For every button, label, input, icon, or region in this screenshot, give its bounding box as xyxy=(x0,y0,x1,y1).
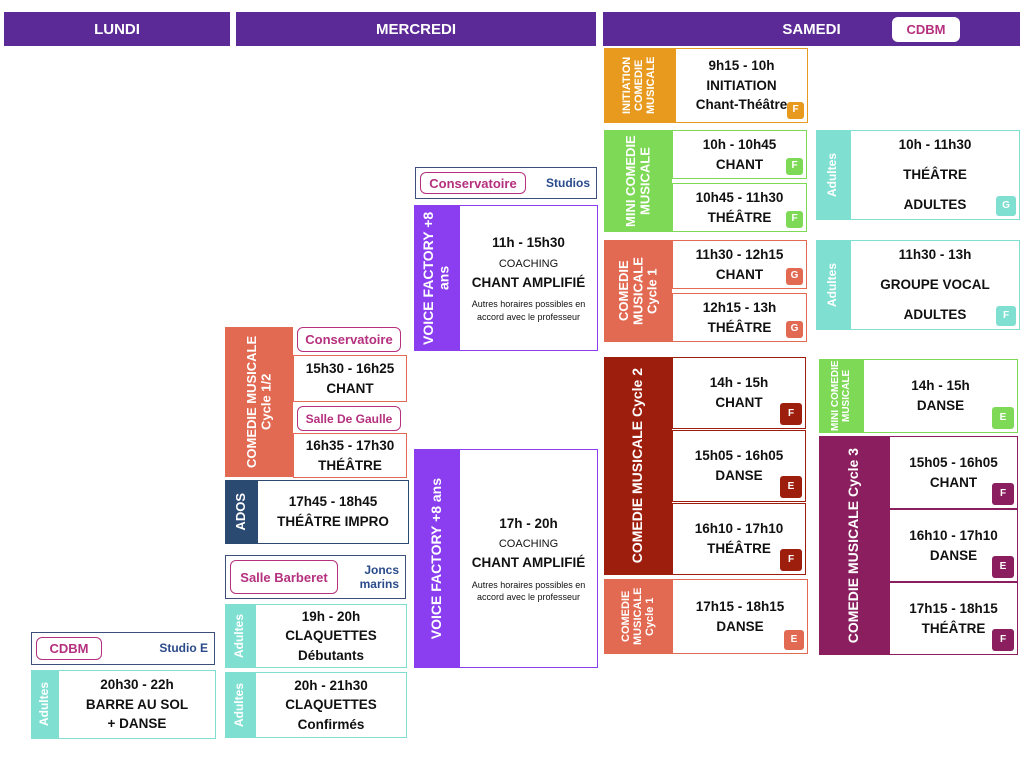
samedi-adultes-groupe-vocal: 11h30 - 13h GROUPE VOCAL ADULTES F xyxy=(850,240,1020,330)
location-place: Studios xyxy=(546,175,590,190)
samedi-initiation: 9h15 - 10h INITIATION Chant-Théâtre F xyxy=(675,48,808,123)
mercredi-ados-impro: 17h45 - 18h45 THÉÂTRE IMPRO xyxy=(257,480,409,544)
header-lundi: LUNDI xyxy=(4,12,230,46)
location-cdbm-studio-e: CDBM Studio E xyxy=(31,632,215,665)
mercredi-voice-factory-1: 11h - 15h30 COACHING CHANT AMPLIFIÉ Autr… xyxy=(459,205,598,351)
samedi-c2-theatre: 16h10 - 17h10 THÉÂTRE F xyxy=(672,503,806,575)
level-badge: E xyxy=(992,407,1014,429)
samedi-mini-theatre: 10h45 - 11h30 THÉÂTRE F xyxy=(672,183,807,232)
ados-side-label: ADOS xyxy=(225,480,257,544)
cm-cycle1-side-label: COMEDIE MUSICALE Cycle 1 xyxy=(604,240,672,342)
adultes-side-label: Adultes xyxy=(816,130,850,220)
location-tag: Salle Barberet xyxy=(230,560,338,594)
level-badge: E xyxy=(784,630,804,650)
level-badge: E xyxy=(780,476,802,498)
mercredi-voice-factory-2: 17h - 20h COACHING CHANT AMPLIFIÉ Autres… xyxy=(459,449,598,668)
adultes-side-label: Adultes xyxy=(31,670,58,739)
location-conservatoire: Conservatoire xyxy=(297,327,401,352)
cm-cycle1-side-label: COMEDIE MUSICALE Cycle 1 xyxy=(604,579,672,654)
adultes-side-label: Adultes xyxy=(816,240,850,330)
location-conservatoire-studios: Conservatoire Studios xyxy=(415,167,597,199)
mini-cm-side-label: MINI COMEDIE MUSICALE xyxy=(819,359,863,433)
level-badge: F xyxy=(787,102,804,119)
init-cm-side-label: INITIATION COMEDIE MUSICALE xyxy=(604,48,675,123)
mercredi-claquettes-confirmes: 20h - 21h30 CLAQUETTES Confirmés xyxy=(255,672,407,738)
level-badge: F xyxy=(992,629,1014,651)
location-tag: Conservatoire xyxy=(420,172,526,194)
level-badge: F xyxy=(780,403,802,425)
lundi-barre-au-sol: 20h30 - 22h BARRE AU SOL + DANSE xyxy=(58,670,216,739)
samedi-adultes-theatre: 10h - 11h30 THÉÂTRE ADULTES G xyxy=(850,130,1020,220)
samedi-c1-theatre: 12h15 - 13h THÉÂTRE G xyxy=(672,293,807,342)
samedi-c3-danse: 16h10 - 17h10 DANSE E xyxy=(889,509,1018,582)
location-tag: CDBM xyxy=(36,637,102,660)
level-badge: E xyxy=(992,556,1014,578)
voice-factory-side-label: VOICE FACTORY +8 ans xyxy=(414,449,459,668)
location-salle-de-gaulle: Salle De Gaulle xyxy=(297,406,401,431)
samedi-cdbm-tag: CDBM xyxy=(892,17,960,42)
level-badge: F xyxy=(786,211,803,228)
level-badge: G xyxy=(786,268,803,285)
location-salle-barberet: Salle Barberet Joncs marins xyxy=(225,555,406,599)
cm-cycle3-side-label: COMEDIE MUSICALE Cycle 3 xyxy=(819,436,889,655)
mini-cm-side-label: MINI COMEDIE MUSICALE xyxy=(604,130,672,232)
cm-cycle12-side-label: COMEDIE MUSICALE Cycle 1/2 xyxy=(225,327,293,477)
level-badge: G xyxy=(786,321,803,338)
location-place: Joncs marins xyxy=(359,562,399,591)
samedi-c1-danse: 17h15 - 18h15 DANSE E xyxy=(672,579,808,654)
adultes-side-label: Adultes xyxy=(225,604,255,668)
samedi-c3-chant: 15h05 - 16h05 CHANT F xyxy=(889,436,1018,509)
level-badge: F xyxy=(996,306,1016,326)
level-badge: F xyxy=(780,549,802,571)
mercredi-cm-chant: 15h30 - 16h25 CHANT xyxy=(293,355,407,402)
location-place: Studio E xyxy=(159,641,208,656)
voice-factory-side-label: VOICE FACTORY +8 ans xyxy=(414,205,459,351)
adultes-side-label: Adultes xyxy=(225,672,255,738)
samedi-c2-chant: 14h - 15h CHANT F xyxy=(672,357,806,429)
header-mercredi: MERCREDI xyxy=(236,12,596,46)
samedi-mini-chant: 10h - 10h45 CHANT F xyxy=(672,130,807,179)
samedi-c1-chant: 11h30 - 12h15 CHANT G xyxy=(672,240,807,289)
level-badge: G xyxy=(996,196,1016,216)
samedi-c2-danse: 15h05 - 16h05 DANSE E xyxy=(672,430,806,502)
mercredi-claquettes-debutants: 19h - 20h CLAQUETTES Débutants xyxy=(255,604,407,668)
samedi-mini-danse: 14h - 15h DANSE E xyxy=(863,359,1018,433)
samedi-c3-theatre: 17h15 - 18h15 THÉÂTRE F xyxy=(889,582,1018,655)
cm-cycle2-side-label: COMEDIE MUSICALE Cycle 2 xyxy=(604,357,672,575)
level-badge: F xyxy=(786,158,803,175)
mercredi-cm-theatre: 16h35 - 17h30 THÉÂTRE xyxy=(293,433,407,478)
level-badge: F xyxy=(992,483,1014,505)
